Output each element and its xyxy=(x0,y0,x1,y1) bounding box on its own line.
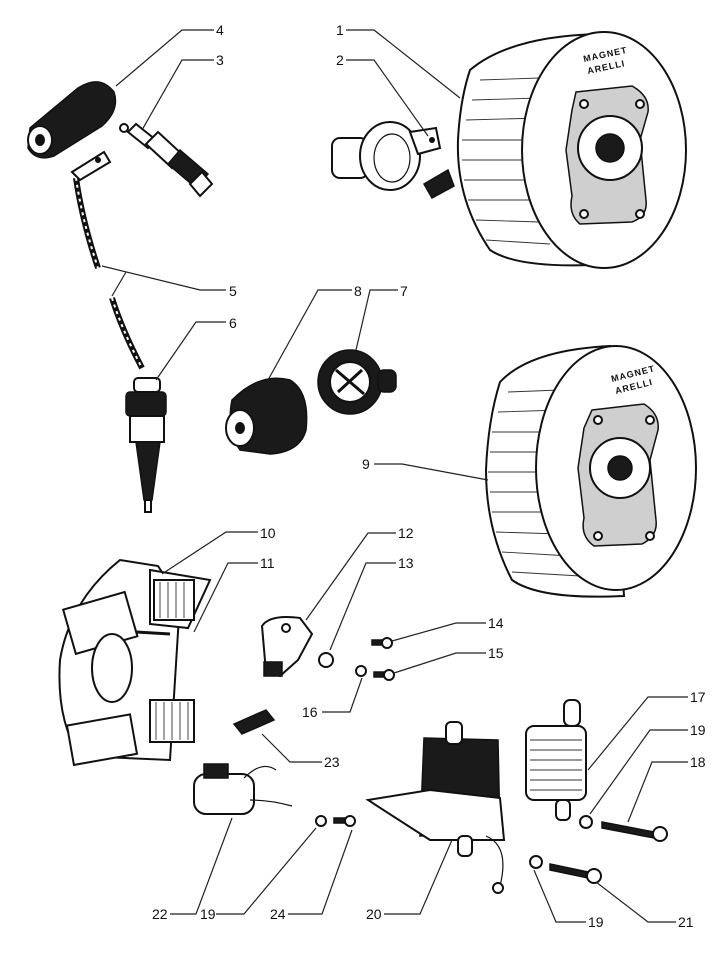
part-22-condenser xyxy=(193,763,293,815)
callout-19-a: 19 xyxy=(690,722,706,738)
part-16-washer xyxy=(355,665,367,677)
part-23-terminal-block xyxy=(232,709,276,735)
part-11-stator-pin xyxy=(135,630,171,636)
part-19-washer-b xyxy=(579,815,593,829)
leader-21 xyxy=(595,881,676,923)
callout-21: 21 xyxy=(678,914,694,930)
leader-23 xyxy=(261,733,322,763)
callout-10: 10 xyxy=(260,525,276,541)
callout-22: 22 xyxy=(152,906,168,922)
part-3-spark-plug xyxy=(119,122,214,198)
callout-2: 2 xyxy=(336,52,344,68)
leader-3 xyxy=(141,59,214,131)
part-24-screw xyxy=(333,815,356,827)
part-18-long-bolt xyxy=(601,821,668,842)
callout-15: 15 xyxy=(488,645,504,661)
part-2-stator-bracket xyxy=(331,121,442,191)
part-7-cam-rotor xyxy=(317,349,397,415)
leader-15 xyxy=(393,652,486,674)
leader-10 xyxy=(161,531,258,575)
leader-16 xyxy=(322,677,363,713)
callout-3: 3 xyxy=(216,52,224,68)
callout-12: 12 xyxy=(398,525,414,541)
callout-9: 9 xyxy=(362,456,370,472)
leader-5b xyxy=(111,271,127,297)
leader-19a xyxy=(589,729,688,815)
leader-lines xyxy=(101,29,688,923)
callout-11: 11 xyxy=(260,555,275,571)
leader-7 xyxy=(355,289,398,351)
callout-14: 14 xyxy=(488,615,504,631)
part-13-spring-clip xyxy=(318,652,334,668)
leader-24 xyxy=(288,829,353,915)
leader-8 xyxy=(267,289,352,381)
leader-17 xyxy=(587,696,688,771)
callout-4: 4 xyxy=(216,22,224,38)
callout-1: 1 xyxy=(336,22,344,38)
callout-numbers: 1 2 3 4 5 6 7 8 9 10 11 12 13 14 15 16 1… xyxy=(152,22,706,930)
regulator-fins xyxy=(530,739,582,791)
part-20-rectifier-cover xyxy=(365,721,506,894)
callout-6: 6 xyxy=(229,315,237,331)
callout-19-c: 19 xyxy=(588,914,604,930)
leader-22 xyxy=(170,817,233,915)
leader-19c xyxy=(533,869,586,923)
part-19-washer-a xyxy=(315,815,327,827)
part-9-flywheel-rotor: MAGNET ARELLI xyxy=(484,344,697,598)
leader-12 xyxy=(305,532,396,621)
callout-18: 18 xyxy=(690,754,706,770)
part-21-long-bolt xyxy=(549,863,602,884)
callout-20: 20 xyxy=(366,906,382,922)
part-5-ht-lead xyxy=(70,150,145,370)
part-8-rubber-boot xyxy=(225,377,308,455)
leader-20 xyxy=(384,839,453,915)
leader-19b xyxy=(216,827,317,915)
part-1-flywheel-assembly: MAGNET ARELLI xyxy=(422,31,687,269)
leader-1 xyxy=(346,29,461,99)
leader-4 xyxy=(115,29,214,87)
leader-6 xyxy=(155,321,226,381)
leader-9 xyxy=(374,463,489,481)
part-15-screw xyxy=(373,669,395,681)
callout-19-b: 19 xyxy=(200,906,216,922)
stator-coil-lower xyxy=(149,699,195,743)
leader-13 xyxy=(329,562,396,651)
flywheel-9-side-hatching xyxy=(488,389,581,577)
part-19-washer-c xyxy=(529,855,543,869)
callout-24: 24 xyxy=(270,906,286,922)
callout-13: 13 xyxy=(398,555,414,571)
part-6-coil-terminal xyxy=(125,377,167,513)
callout-5: 5 xyxy=(229,283,237,299)
callout-8: 8 xyxy=(354,283,362,299)
part-4-spark-plug-cap xyxy=(27,81,117,159)
callout-23: 23 xyxy=(324,754,340,770)
part-17-regulator xyxy=(525,699,587,821)
leader-18 xyxy=(627,761,688,823)
leader-2 xyxy=(346,59,429,137)
stator-coil-upper xyxy=(153,579,195,621)
callout-7: 7 xyxy=(400,283,408,299)
callout-17: 17 xyxy=(690,689,706,705)
callout-16: 16 xyxy=(302,704,318,720)
leader-14 xyxy=(391,622,486,642)
part-12-contact-breaker xyxy=(260,616,314,678)
leader-5 xyxy=(101,265,226,291)
part-10-stator-plate xyxy=(58,558,212,767)
part-14-screw xyxy=(371,637,393,649)
leader-11 xyxy=(193,562,258,633)
